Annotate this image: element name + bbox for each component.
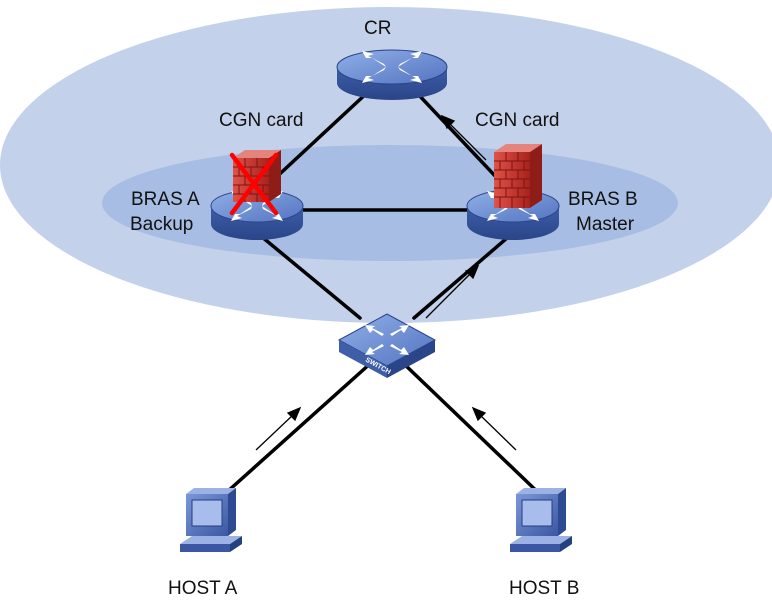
cgn-card-right-label: CGN card — [475, 110, 559, 131]
arrow-bras-b-to-cr — [440, 114, 487, 161]
bras-a-name-label: BRAS A — [131, 189, 200, 210]
link-switch-host-a — [216, 360, 374, 502]
switch-icon: SWITCH — [337, 313, 437, 378]
bras-b-role-label: Master — [576, 214, 635, 235]
arrow-host-b-up — [471, 406, 517, 451]
link-bras-a-switch — [254, 230, 362, 320]
traffic-arrows — [255, 114, 517, 451]
link-bras-b-switch — [412, 230, 516, 320]
bras-b-firewall-icon — [494, 144, 542, 208]
arrow-switch-to-bras-b — [425, 264, 480, 319]
arrow-host-a-up — [255, 406, 302, 451]
link-switch-host-b — [400, 360, 548, 502]
host-b-computer-icon — [510, 488, 572, 552]
bras-b-name-label: BRAS B — [568, 189, 638, 210]
cr-router-icon — [336, 49, 448, 100]
host-a-computer-icon — [180, 488, 242, 552]
host-a-label: HOST A — [168, 578, 238, 599]
cr-label: CR — [364, 18, 391, 39]
failure-x-mark-icon — [229, 152, 279, 216]
cgn-card-left-label: CGN card — [219, 110, 303, 131]
host-b-label: HOST B — [509, 578, 579, 599]
bras-a-role-label: Backup — [130, 214, 193, 235]
